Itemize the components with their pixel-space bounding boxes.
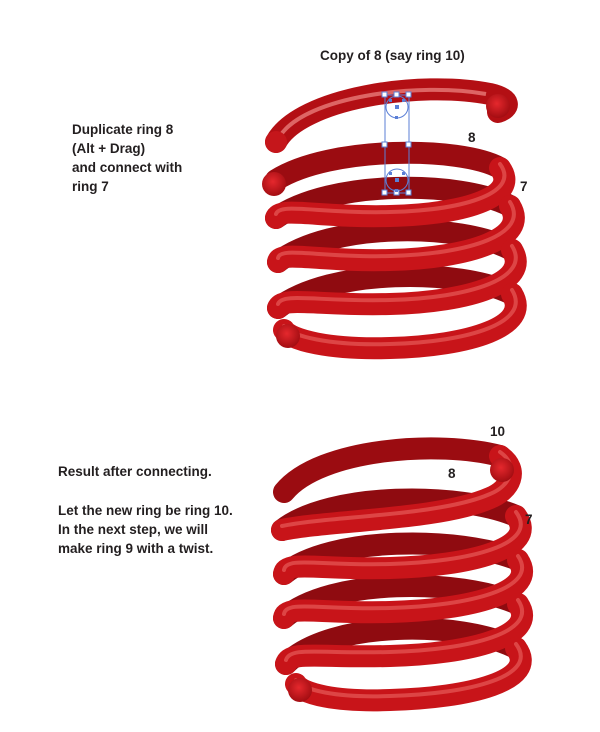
ring-8-label: 8 <box>468 130 476 145</box>
bottom-spring <box>271 437 533 712</box>
ring-7-label-bottom: 7 <box>525 512 533 527</box>
ring-7-label: 7 <box>520 179 528 194</box>
ring-10-label: 10 <box>490 424 506 439</box>
result-title: Result after connecting. <box>58 464 212 479</box>
result-description: Let the new ring be ring 10. In the next… <box>58 501 233 558</box>
instruction-line: (Alt + Drag) <box>72 141 146 156</box>
copy-label: Copy of 8 (say ring 10) <box>320 48 465 63</box>
description-line: Let the new ring be ring 10. <box>58 503 233 518</box>
instruction-line: ring 7 <box>72 179 109 194</box>
ring-8-label-bottom: 8 <box>448 466 456 481</box>
selection-handles <box>381 91 412 196</box>
description-line: In the next step, we will <box>58 522 209 537</box>
instruction-line: Duplicate ring 8 <box>72 122 174 137</box>
instruction-block: Duplicate ring 8 (Alt + Drag) and connec… <box>72 120 182 196</box>
description-line: make ring 9 with a twist. <box>58 541 214 556</box>
instruction-line: and connect with <box>72 160 183 175</box>
top-spring <box>262 78 527 360</box>
